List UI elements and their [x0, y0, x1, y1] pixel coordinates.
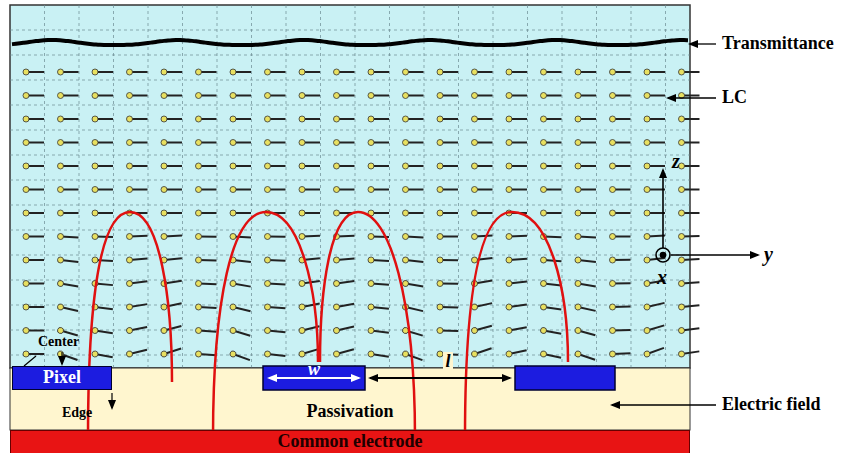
curve-label-box: Transmittance	[722, 34, 834, 54]
layer-label: LC	[722, 87, 747, 107]
dimension-label: w	[308, 359, 320, 379]
axis-label-box: y	[764, 243, 773, 265]
position-label: Edge	[62, 405, 92, 420]
dimension-label-box: l	[443, 352, 452, 372]
axis-label-box: x	[657, 266, 667, 288]
leader-lines	[612, 44, 716, 405]
common-electrode: Common electrode	[10, 430, 690, 453]
axis-label: z	[672, 150, 680, 172]
node-label: Common electrode	[277, 432, 422, 452]
axis-label: x	[657, 266, 667, 288]
field-label-box: Electric field	[722, 395, 820, 415]
grid-lines	[10, 5, 690, 368]
position-label-box: Center	[38, 334, 79, 349]
dimension-label: l	[445, 351, 450, 371]
leader-line	[61, 352, 62, 364]
transmittance-curve	[12, 40, 688, 45]
pixel-electrode	[515, 366, 615, 390]
axes	[656, 170, 758, 262]
leader-line	[24, 356, 36, 366]
layer-label-box: LC	[722, 88, 747, 108]
lc-layer	[10, 5, 690, 368]
node-label: Passivation	[306, 402, 393, 422]
leader-line	[111, 393, 112, 408]
node-label: Pixel	[43, 368, 81, 388]
electric-field-lines	[88, 212, 568, 438]
gap-dimension	[370, 377, 510, 379]
dimension-label-box: w	[308, 360, 320, 380]
passivation-layer: Passivation	[10, 368, 690, 430]
axis-label-box: z	[672, 150, 680, 172]
pixel-electrode: Pixel	[12, 366, 112, 390]
position-label-box: Edge	[62, 405, 92, 420]
curve-label: Transmittance	[722, 33, 834, 53]
position-label: Center	[38, 334, 79, 349]
lc-molecules	[23, 69, 700, 363]
field-label: Electric field	[722, 394, 820, 414]
axis-label: y	[764, 243, 773, 265]
